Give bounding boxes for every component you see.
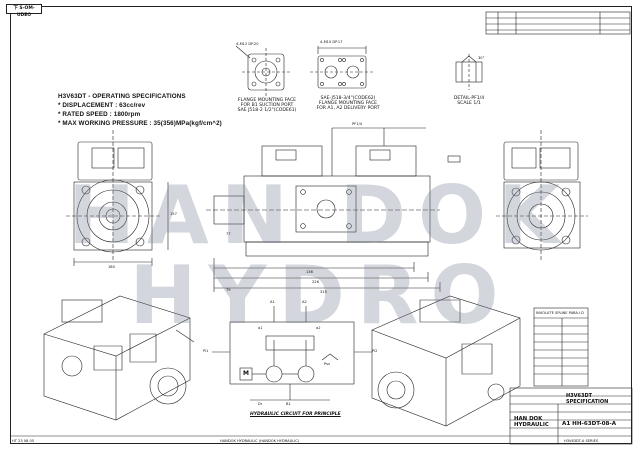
delivery-flange-view: [310, 46, 374, 89]
right-end-view: [496, 130, 588, 260]
left-end-view: [66, 130, 169, 266]
drawing-sheet-border: [10, 6, 632, 444]
suction-caption-3: SAE J518-2 1/2"(CODE61): [237, 108, 297, 113]
left-isometric-view: [43, 295, 195, 421]
sheet-stamp-text: 下 S-OM-UDEO: [13, 6, 35, 18]
detail-title: DETAIL-PF1/4: [453, 96, 485, 101]
port-b1: B1: [286, 402, 291, 406]
suction-flange-caption: FLANGE MOUNTING FACE FOR B1 SUCTION PORT…: [232, 98, 302, 113]
footer-left: HT 23 08 05: [12, 439, 35, 443]
port-a2: A2: [302, 300, 307, 304]
right-isometric-view: [371, 295, 521, 427]
footer-center: HANDOK HYDRAULIC (HANDOK HYDRAULIC): [220, 439, 300, 443]
dim-136: 136: [306, 270, 313, 274]
circuit-caption: HYDRAULIC CIRCUIT FOR PRINCIPLE: [250, 412, 341, 417]
dim-left-width: 180: [108, 265, 115, 269]
motor-symbol: M: [243, 370, 249, 377]
drawing-number: A1 HH-63DT-08-A: [562, 421, 617, 427]
title-block: H3V63DT SPECIFICATION HAN DOK HYDRAULIC …: [510, 388, 632, 444]
spline-parameter-table: [533, 307, 589, 387]
detail-pf-view: [455, 54, 483, 90]
dim-port-label: PF1/4: [352, 122, 363, 126]
port-a1: A1: [270, 300, 275, 304]
revision-block: [485, 11, 631, 35]
title-model: H3V63DT: [566, 393, 593, 399]
dim-77: 77: [226, 232, 231, 236]
detail-scale: SCALE 1/1: [457, 101, 481, 106]
port-pi1: Pi1: [203, 349, 209, 353]
delivery-caption-2: FLANGE MOUNTING FACE: [318, 101, 378, 106]
title-doc: SPECIFICATION: [566, 399, 609, 405]
company-name-1: HAN DOK: [514, 416, 543, 422]
spline-table-header: INVOLUTE SPLINE PARA.I D: [536, 311, 584, 315]
spec-max-pressure: * MAX WORKING PRESSURE : 35(356)MPa(kgf/…: [58, 120, 222, 127]
detail-caption: DETAIL-PF1/4 SCALE 1/1: [446, 96, 492, 106]
port-dr: Dr: [258, 402, 263, 406]
port-pi2: Pi2: [372, 349, 378, 353]
dim-left-height: 157: [170, 212, 177, 216]
center-side-view: [206, 127, 461, 292]
operating-specifications: H3V63DT - OPERATING SPECIFICATIONS * DIS…: [58, 92, 222, 128]
hydraulic-circuit: [212, 306, 372, 401]
dim-226: 226: [312, 280, 319, 284]
spec-displacement: * DISPLACEMENT : 63cc/rev: [58, 102, 146, 109]
footer-right: H3V63DT-A SERIES: [564, 439, 599, 443]
sheet-stamp: 下 S-OM-UDEO: [6, 4, 42, 18]
dim-79: 79: [226, 288, 231, 292]
spec-title: H3V63DT - OPERATING SPECIFICATIONS: [58, 93, 186, 100]
delivery-caption-3: FOR A1, A2 DELIVERY PORT: [316, 106, 380, 111]
dim-315: 315: [320, 290, 327, 294]
title-block-lines: [10, 387, 633, 445]
port-psv: Psv: [324, 362, 331, 366]
port-a1-small: a1: [258, 326, 263, 330]
delivery-flange-caption: SAE-J518-3/4"(CODE62) FLANGE MOUNTING FA…: [308, 96, 388, 111]
delivery-flange-note: 4-M10 DP.17: [320, 40, 343, 44]
suction-caption-2: FOR B1 SUCTION PORT: [240, 103, 294, 108]
company-name-2: HYDRAULIC: [514, 422, 549, 428]
suction-caption-1: FLANGE MOUNTING FACE: [237, 98, 297, 103]
spec-rated-speed: * RATED SPEED : 1800rpm: [58, 111, 141, 118]
detail-angle: 30°: [478, 56, 485, 60]
port-a2-small: a2: [316, 326, 321, 330]
suction-flange-view: [235, 45, 290, 96]
delivery-caption-1: SAE-J518-3/4"(CODE62): [320, 96, 376, 101]
suction-flange-note: 4-M12 DP.20: [236, 42, 259, 46]
